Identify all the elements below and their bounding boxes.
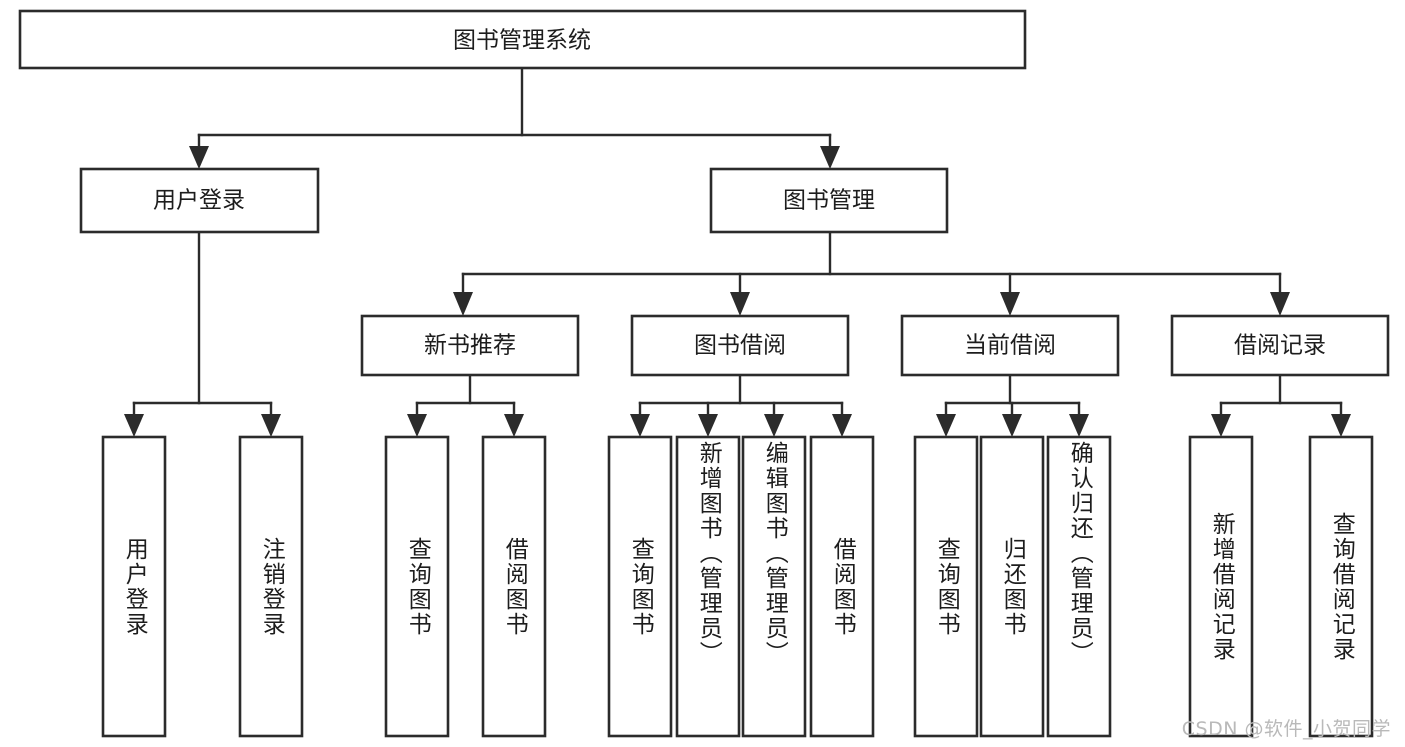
- node-leaf-confirm-return-box[interactable]: [1046, 435, 1112, 738]
- arrow-icon-to-leaf-borrow-book-2: [832, 414, 852, 437]
- node-leaf-query-book-1-box[interactable]: [384, 435, 450, 738]
- node-leaf-edit-book-box[interactable]: [741, 435, 807, 738]
- node-new-book-recommend-box[interactable]: [360, 314, 580, 377]
- node-book-management-box[interactable]: [709, 167, 949, 234]
- node-borrow-record[interactable]: 借阅记录: [1170, 314, 1390, 377]
- arrow-icon-to-current-borrow: [1000, 292, 1020, 316]
- arrow-icon-to-new-book-recommend: [453, 292, 473, 316]
- node-root-box[interactable]: [18, 9, 1027, 70]
- arrow-icon-to-leaf-query-book-3: [936, 414, 956, 437]
- node-book-borrow-label: 图书借阅: [694, 333, 786, 359]
- arrow-icon-to-book-management: [820, 146, 840, 169]
- node-leaf-query-book-2-box[interactable]: [607, 435, 673, 738]
- node-leaf-return-book-box[interactable]: [979, 435, 1045, 738]
- node-book-management-label: 图书管理: [783, 188, 875, 214]
- node-root-label: 图书管理系统: [453, 28, 591, 54]
- node-leaf-logout-box[interactable]: [238, 435, 304, 738]
- arrow-icon-to-leaf-confirm-return: [1069, 414, 1089, 437]
- node-user-login-label: 用户登录: [153, 188, 245, 214]
- arrow-icon-to-leaf-return-book: [1002, 414, 1022, 437]
- arrow-icon-to-leaf-query-book-1: [407, 414, 427, 437]
- arrow-icon-to-leaf-query-borrow-record: [1331, 414, 1351, 437]
- node-borrow-record-label: 借阅记录: [1234, 333, 1326, 359]
- arrow-icon-to-borrow-record: [1270, 292, 1290, 316]
- node-leaf-borrow-book-1-box[interactable]: [481, 435, 547, 738]
- arrow-icon-to-leaf-borrow-book-1: [504, 414, 524, 437]
- node-book-management[interactable]: 图书管理: [709, 167, 949, 234]
- arrow-icon-to-book-borrow: [730, 292, 750, 316]
- arrow-icon-to-leaf-logout: [261, 414, 281, 437]
- node-new-book-recommend-label: 新书推荐: [424, 333, 516, 359]
- arrow-icon-to-leaf-user-login: [124, 414, 144, 437]
- node-current-borrow-label: 当前借阅: [964, 333, 1056, 359]
- node-new-book-recommend[interactable]: 新书推荐: [360, 314, 580, 377]
- csdn-watermark: CSDN @软件_小贺同学: [1181, 718, 1391, 740]
- node-book-borrow-box[interactable]: [630, 314, 850, 377]
- arrow-icon-to-user-login: [189, 146, 209, 169]
- node-book-borrow[interactable]: 图书借阅: [630, 314, 850, 377]
- connectors: [132, 66, 1343, 416]
- node-leaf-add-borrow-record-box[interactable]: [1188, 435, 1254, 738]
- node-borrow-record-box[interactable]: [1170, 314, 1390, 377]
- node-leaf-user-login-box[interactable]: [101, 435, 167, 738]
- arrowheads: [124, 146, 1351, 437]
- arrow-icon-to-leaf-edit-book: [764, 414, 784, 437]
- arrow-icon-to-leaf-query-book-2: [630, 414, 650, 437]
- node-root[interactable]: 图书管理系统: [18, 9, 1027, 70]
- node-current-borrow-box[interactable]: [900, 314, 1120, 377]
- arrow-icon-to-leaf-add-borrow-record: [1211, 414, 1231, 437]
- arrow-icon-to-leaf-add-book: [698, 414, 718, 437]
- node-leaf-borrow-book-2-box[interactable]: [809, 435, 875, 738]
- node-leaf-add-book-box[interactable]: [675, 435, 741, 738]
- node-leaf-query-borrow-record-box[interactable]: [1308, 435, 1374, 738]
- leaf-boxes: [101, 435, 1374, 738]
- node-user-login[interactable]: 用户登录: [79, 167, 320, 234]
- node-user-login-box[interactable]: [79, 167, 320, 234]
- node-leaf-query-book-3-box[interactable]: [913, 435, 979, 738]
- node-current-borrow[interactable]: 当前借阅: [900, 314, 1120, 377]
